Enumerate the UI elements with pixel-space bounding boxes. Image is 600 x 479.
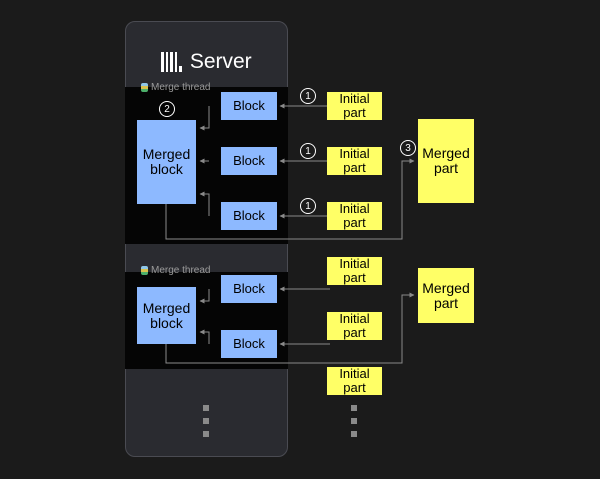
block-4: Block (221, 275, 277, 303)
initial-part-2: Initial part (327, 147, 382, 175)
merge-thread-text: Merge thread (151, 82, 211, 93)
block-2: Block (221, 147, 277, 175)
continuation-dot (351, 418, 357, 424)
merged-part-1: Merged part (418, 119, 474, 203)
database-icon (141, 83, 148, 92)
database-icon (141, 266, 148, 275)
block-5: Block (221, 330, 277, 358)
merged-part-2: Merged part (418, 268, 474, 323)
arrow-block-to-merged (199, 289, 210, 304)
arrow-block-to-merged (199, 191, 210, 216)
continuation-dot (203, 418, 209, 424)
arrow-block-to-merged (199, 329, 210, 344)
initial-part-5: Initial part (327, 312, 382, 340)
merged-block-2: Merged block (137, 287, 196, 344)
initial-part-3: Initial part (327, 202, 382, 230)
merged-block-1: Merged block (137, 120, 196, 204)
block-3: Block (221, 202, 277, 230)
merge-thread-text: Merge thread (151, 265, 211, 276)
clickhouse-logo-icon (161, 52, 182, 72)
initial-part-4: Initial part (327, 257, 382, 285)
continuation-dot (351, 405, 357, 411)
step-3-marker: 3 (400, 140, 416, 156)
step-1-marker: 1 (300, 88, 316, 104)
step-2-marker: 2 (159, 101, 175, 117)
arrow-merged-to-part (165, 292, 415, 364)
server-title: Server (189, 50, 252, 73)
arrow-block-to-merged (199, 106, 210, 131)
continuation-dot (351, 431, 357, 437)
initial-part-1: Initial part (327, 92, 382, 120)
continuation-dot (203, 405, 209, 411)
merge-thread-label-2: Merge thread (141, 265, 210, 276)
step-1-marker: 1 (300, 198, 316, 214)
block-1: Block (221, 92, 277, 120)
merge-thread-label-1: Merge thread (141, 82, 210, 93)
arrow-merged-to-part (165, 158, 415, 240)
continuation-dot (203, 431, 209, 437)
server-header: Server (126, 50, 287, 74)
step-1-marker: 1 (300, 143, 316, 159)
initial-part-6: Initial part (327, 367, 382, 395)
